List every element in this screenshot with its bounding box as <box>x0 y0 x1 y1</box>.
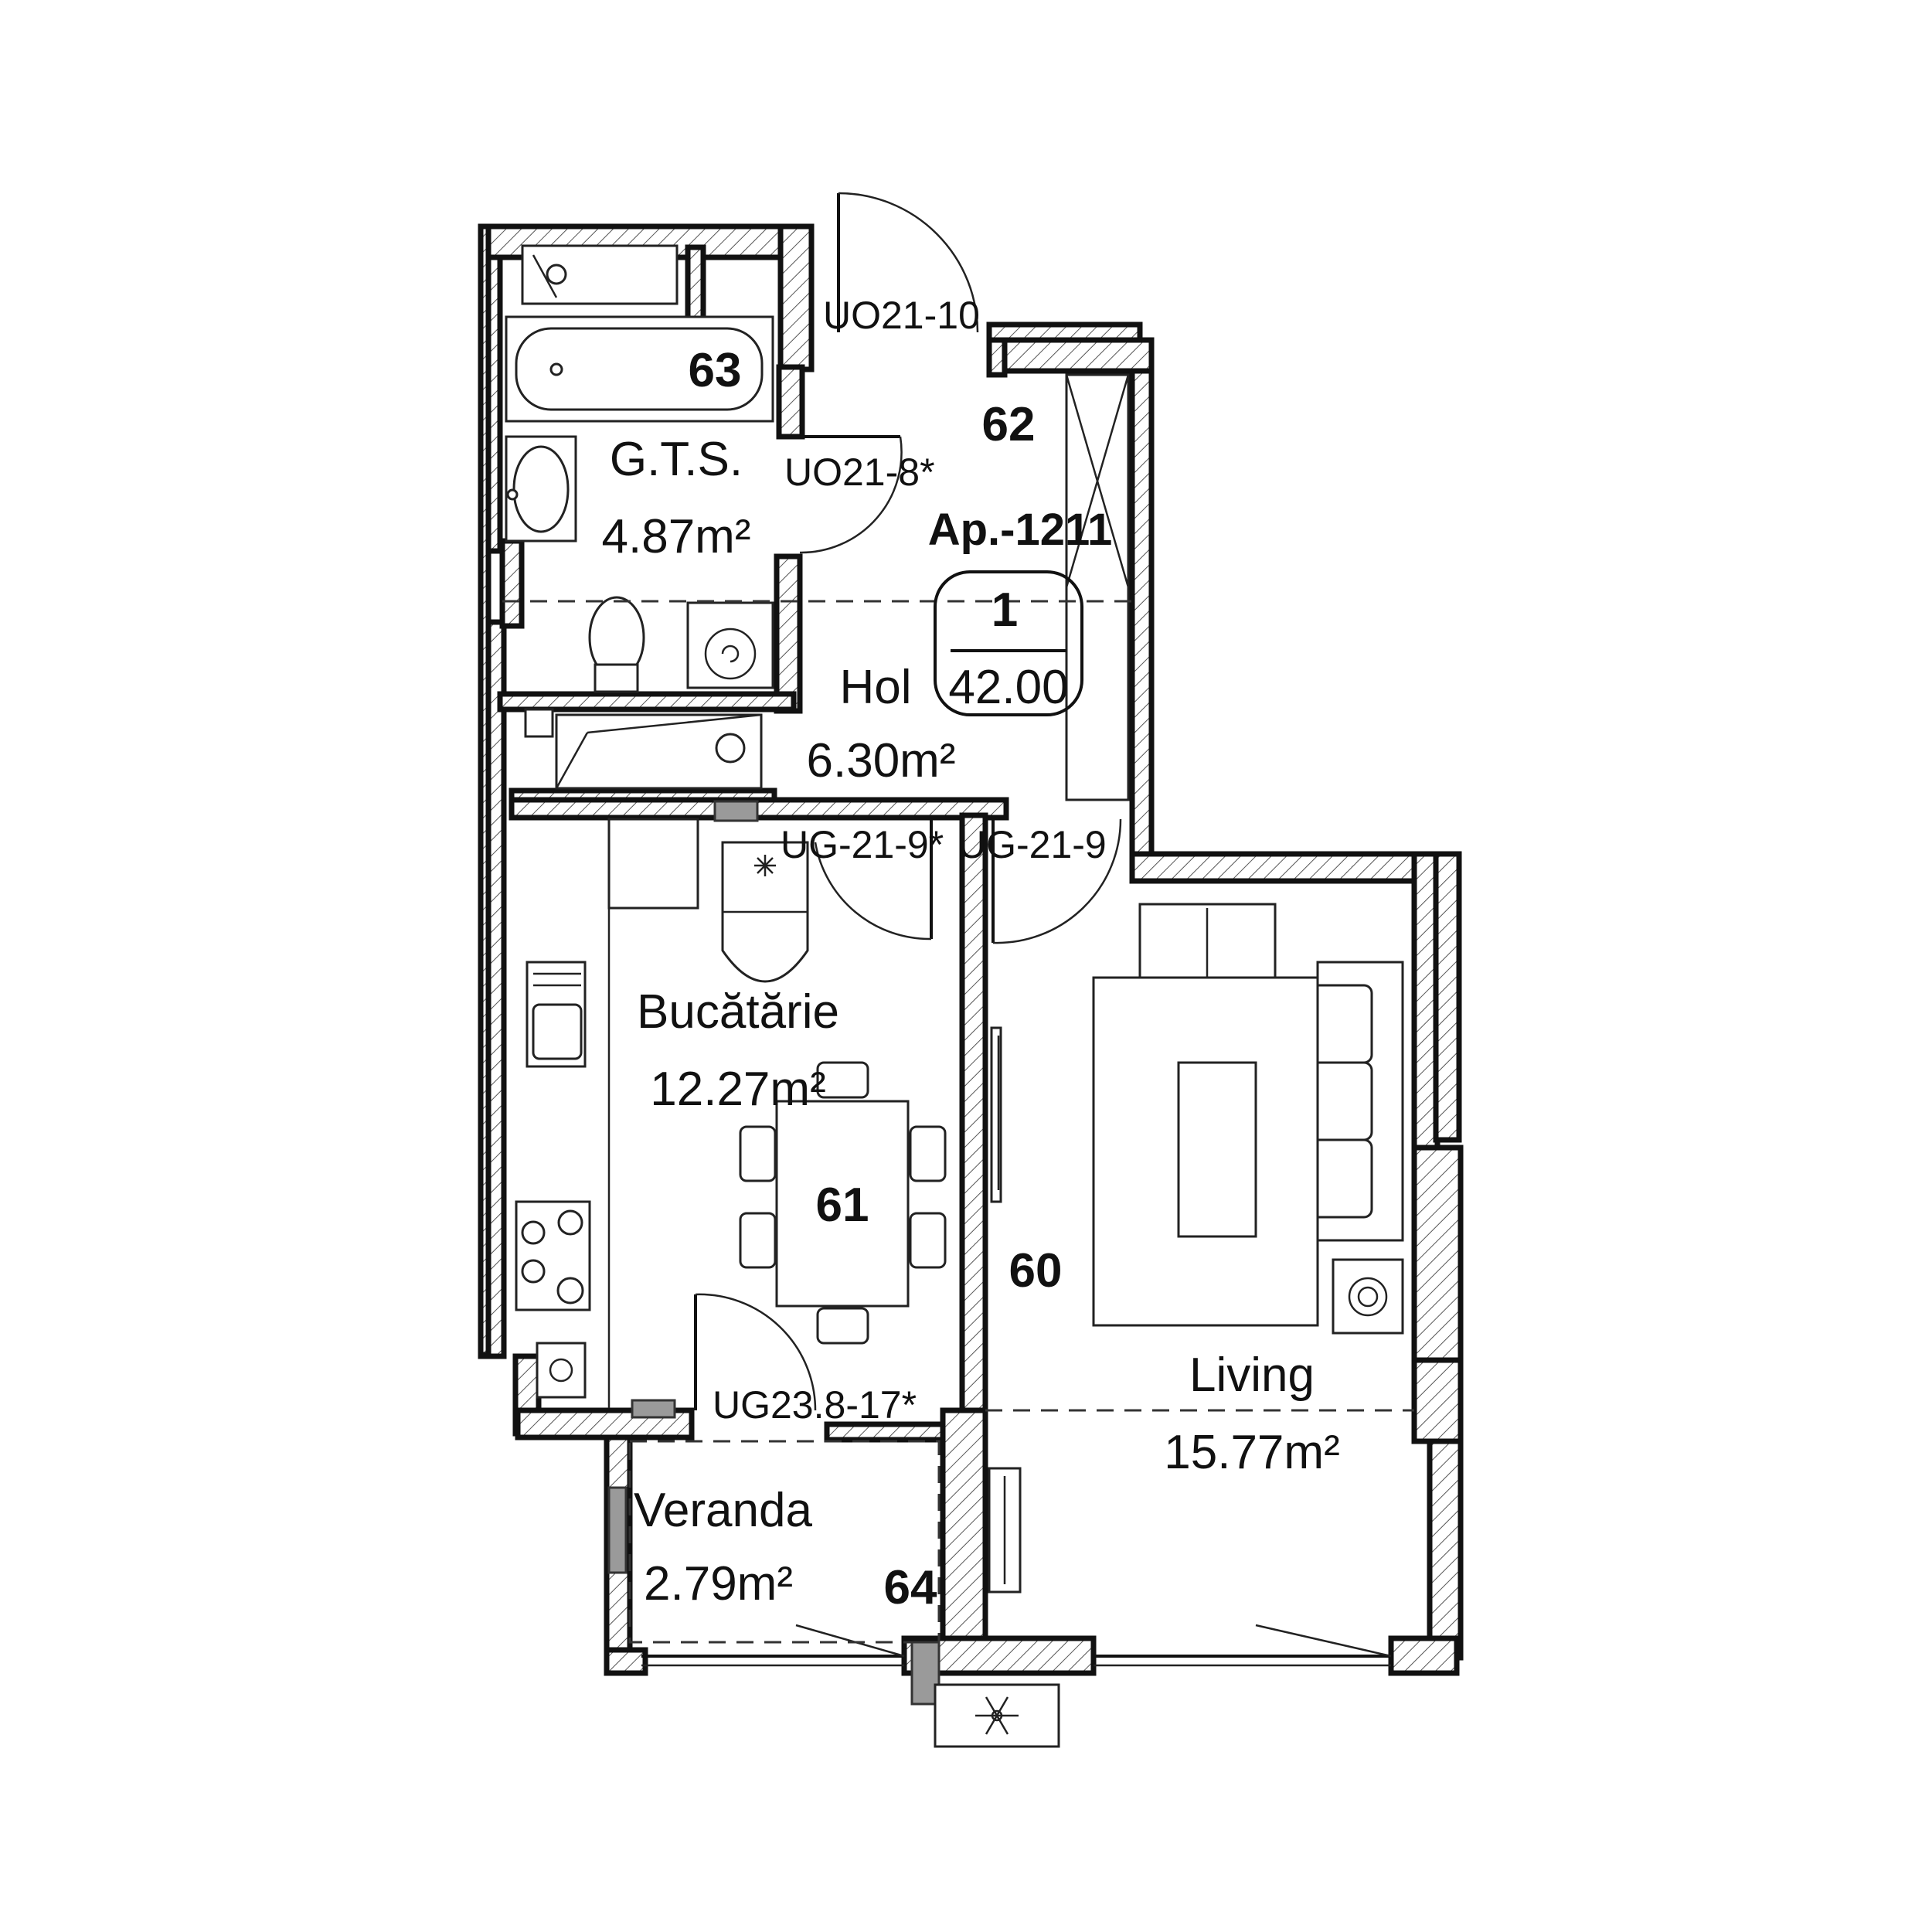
veranda-outline <box>628 1440 940 1644</box>
room-number-gts: 63 <box>689 344 742 397</box>
wall-entry-right <box>986 337 1008 378</box>
doors <box>694 192 1122 1411</box>
living-door-swing <box>992 818 1122 944</box>
wall-right-ext <box>1433 851 1462 1143</box>
kitchen-fixtures <box>515 800 947 1419</box>
veranda-panel <box>607 1486 628 1574</box>
wall-bottom-left <box>604 1647 648 1676</box>
apartment-badge-number: 1 <box>992 583 1018 637</box>
vent-kitchen <box>713 800 759 822</box>
chair-left-1 <box>739 1125 777 1182</box>
room-number-living: 60 <box>1009 1244 1063 1298</box>
cooktop <box>515 1200 591 1311</box>
door-code-veranda: UG23.8-17* <box>713 1383 917 1427</box>
boiler <box>521 244 679 305</box>
wall-top-entry-left <box>777 223 815 372</box>
chair-right-2 <box>909 1212 947 1269</box>
room-number-bucatarie: 61 <box>816 1179 869 1232</box>
kitchen-door-swing <box>814 842 932 940</box>
wall-right-lower <box>1411 1357 1464 1444</box>
room-name-bucatarie: Bucătărie <box>637 985 839 1039</box>
window-veranda-sash <box>795 1624 905 1658</box>
washing-machine-drum <box>704 628 757 680</box>
burner-1 <box>521 1220 546 1245</box>
fridge <box>607 818 699 910</box>
wall-hall-right <box>1129 368 1155 869</box>
ac-unit <box>934 1683 1060 1748</box>
room-name-veranda: Veranda <box>634 1484 813 1537</box>
wall-top-right <box>986 337 1155 374</box>
burner-3 <box>521 1259 546 1284</box>
bathtub-inner <box>515 327 764 411</box>
wall-living-top <box>1129 851 1421 884</box>
wall-bottom-right <box>1388 1635 1460 1676</box>
room-number-hol: 62 <box>982 398 1036 451</box>
wall-top-right-ext <box>986 321 1143 343</box>
window-living-sash <box>1255 1624 1392 1658</box>
room-name-gts: G.T.S. <box>610 433 743 486</box>
door-code-bathroom: UO21-8* <box>784 451 935 494</box>
side-table <box>1332 1258 1404 1335</box>
wall-right-mid <box>1411 1145 1464 1363</box>
burner-2 <box>557 1209 583 1236</box>
boiler-dial <box>546 264 567 285</box>
sink-bowl <box>512 445 570 533</box>
room-number-veranda: 64 <box>884 1561 937 1614</box>
wall-bath-bottom <box>497 691 797 713</box>
dining-table <box>775 1100 910 1308</box>
vent-kitchen-bottom <box>631 1399 676 1419</box>
coffee-table <box>1177 1061 1257 1238</box>
apartment-badge <box>934 570 1083 716</box>
room-name-hol: Hol <box>839 661 911 714</box>
bathtub-drain <box>549 362 563 376</box>
utility-dial <box>715 733 746 764</box>
snowflake-icon <box>975 1696 1019 1735</box>
wall-bath-right-lower <box>774 553 803 714</box>
room-name-living: Living <box>1189 1349 1315 1402</box>
apartment-badge-area: 42.00 <box>948 661 1068 714</box>
chair-top <box>816 1061 869 1099</box>
apartment-label: Ap.-1211 <box>928 505 1113 555</box>
vent-box <box>524 708 554 738</box>
door-code-living: UG-21-9 <box>958 823 1107 866</box>
room-area-veranda: 2.79m² <box>644 1557 793 1611</box>
room-area-gts: 4.87m² <box>602 510 751 563</box>
burner-4 <box>556 1277 584 1304</box>
chair-bottom <box>816 1307 869 1345</box>
entrance-door-swing <box>838 192 979 333</box>
wall-edge-left <box>478 223 492 1358</box>
bathroom-fixtures <box>505 244 774 790</box>
wall-left-mid <box>499 538 525 629</box>
chair-left-2 <box>739 1212 777 1269</box>
room-area-hol: 6.30m² <box>807 734 956 787</box>
dishwasher <box>536 1342 587 1399</box>
veranda-door-swing <box>695 1293 817 1411</box>
wall-bath-right-upper <box>776 364 805 440</box>
wall-right-bottom <box>1427 1438 1464 1661</box>
asterisk-icon <box>754 855 776 876</box>
room-area-bucatarie: 12.27m² <box>650 1063 825 1116</box>
chair-right-1 <box>909 1125 947 1182</box>
room-area-living: 15.77m² <box>1164 1426 1339 1479</box>
wall-veranda-post <box>940 1407 988 1653</box>
wall-top-bath <box>685 244 706 328</box>
wall-hall-bottom-left <box>509 797 1009 821</box>
kitchen-sink-bowl <box>532 1003 583 1060</box>
toilet-tank <box>594 663 639 693</box>
sink-tap <box>506 488 519 501</box>
bathroom-door-swing <box>799 436 903 554</box>
door-code-kitchen: UG-21-9* <box>781 823 944 866</box>
door-code-entrance: UO21-10 <box>823 294 980 337</box>
